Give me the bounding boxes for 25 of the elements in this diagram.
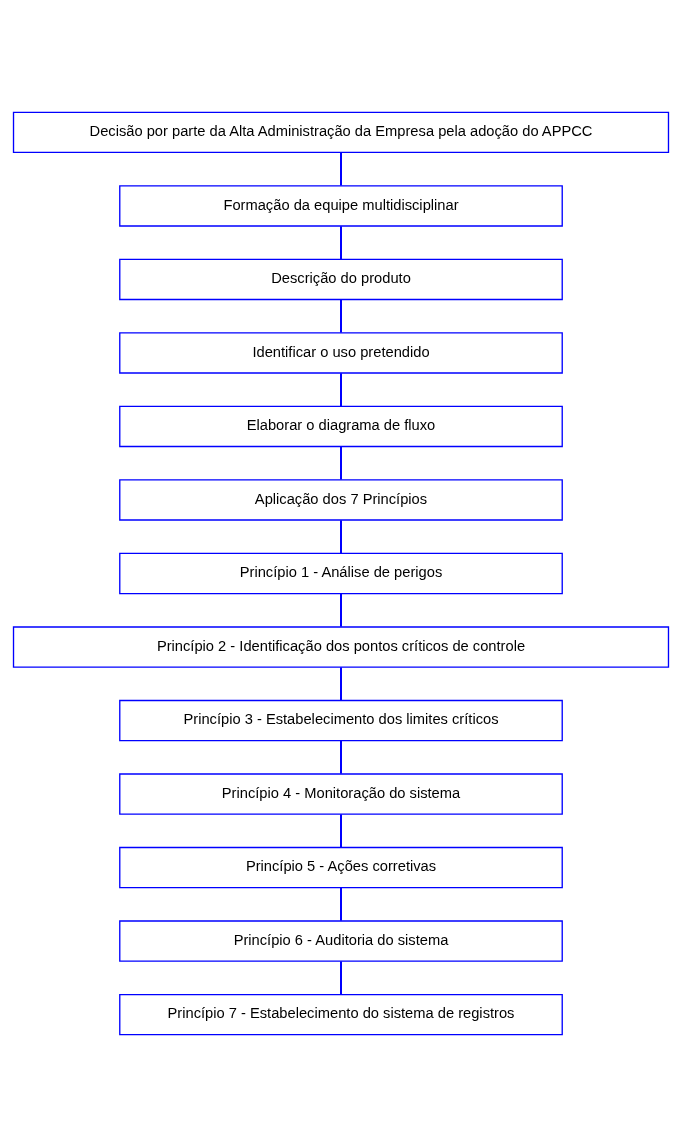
connector: [340, 519, 342, 553]
connector: [340, 887, 342, 921]
node-box: Princípio 7 - Estabelecimento do sistema de registros: [119, 993, 563, 1035]
connector: [340, 299, 342, 333]
connector: [340, 813, 342, 847]
node-box: Princípio 6 - Auditoria do sistema: [119, 919, 563, 962]
connector: [340, 225, 342, 259]
connector: [340, 152, 342, 186]
node-box: Princípio 4 - Monitoração do sistema: [119, 772, 563, 815]
node-box: Descrição do produto: [119, 258, 563, 300]
node-box: Aplicação dos 7 Princípios: [119, 478, 563, 521]
connector: [340, 740, 342, 774]
node-box: Princípio 1 - Análise de perigos: [119, 552, 563, 594]
node-box: Identificar o uso pretendido: [119, 331, 563, 374]
node-box: Princípio 3 - Estabelecimento dos limites críticos: [119, 699, 563, 741]
node-box: Princípio 2 - Identificação dos pontos críticos de controle: [12, 625, 670, 668]
connector: [340, 593, 342, 627]
node-box: Princípio 5 - Ações corretivas: [119, 846, 563, 888]
connector: [340, 372, 342, 406]
node-box: Decisão por parte da Alta Administração da Empresa pela adoção do APPCC: [12, 111, 670, 153]
node-box: Elaborar o diagrama de fluxo: [119, 405, 563, 447]
connector: [340, 666, 342, 700]
node-box: Formação da equipe multidisciplinar: [119, 184, 563, 227]
connector: [340, 960, 342, 994]
connector: [340, 446, 342, 480]
